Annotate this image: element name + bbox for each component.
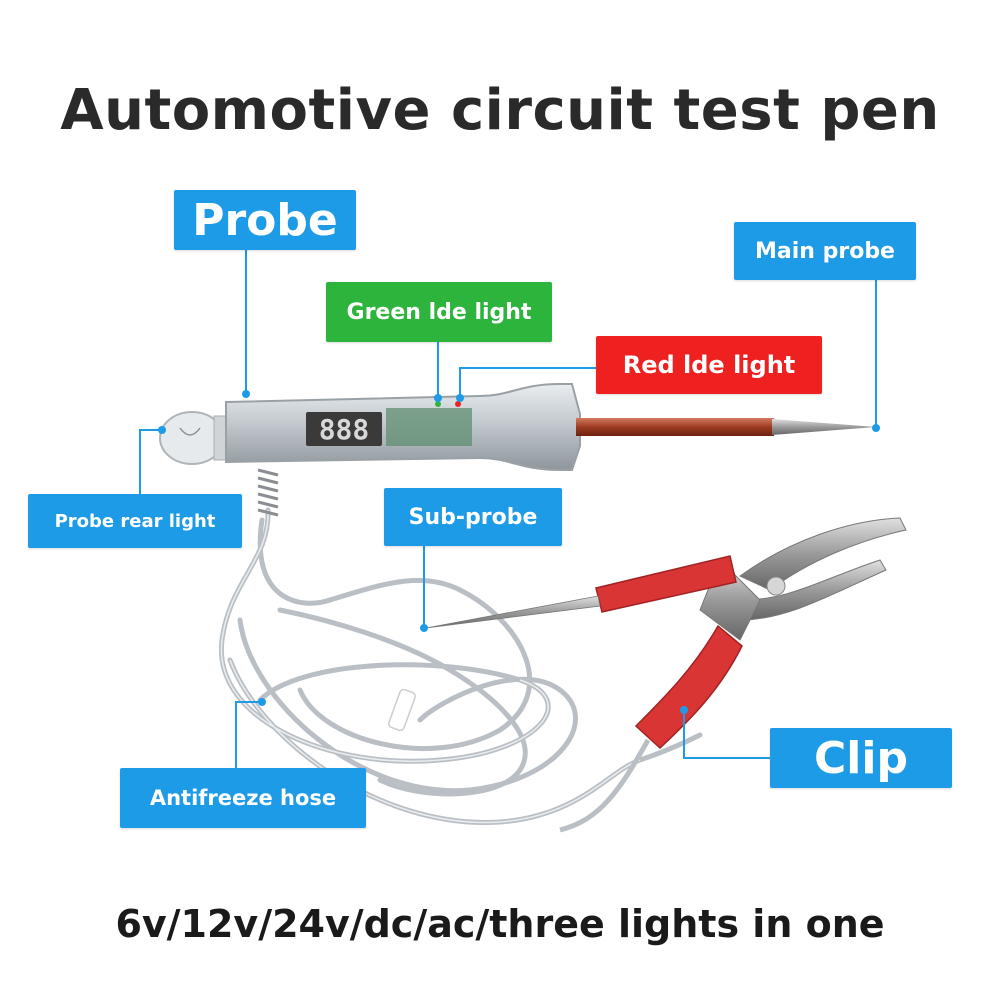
circuit-board (386, 408, 472, 446)
label-antifreeze-hose: Antifreeze hose (120, 768, 366, 828)
clip-lead (559, 738, 651, 833)
label-green-led-light: Green lde light (326, 282, 552, 342)
rear-bulb (159, 411, 233, 465)
label-red-led-light: Red lde light (596, 336, 822, 394)
leader-lines (139, 248, 877, 790)
label-probe-rear-light: Probe rear light (28, 494, 242, 548)
sub-probe-needle (425, 595, 601, 629)
strain-relief-spring (257, 468, 279, 517)
label-probe: Probe (174, 190, 356, 250)
footer-caption: 6v/12v/24v/dc/ac/three lights in one (115, 902, 885, 946)
label-main-probe: Main probe (734, 222, 916, 280)
leader-dots (158, 390, 880, 714)
label-sub-probe: Sub-probe (384, 488, 562, 546)
clip-sleeve (634, 624, 743, 750)
red-led (455, 401, 461, 407)
led-display-readout: 888 (319, 413, 370, 446)
led-display-panel (306, 412, 382, 446)
hose-tie (388, 688, 416, 732)
main-probe-rod (576, 418, 774, 436)
green-led (435, 401, 441, 407)
label-clip: Clip (770, 728, 952, 788)
main-probe-tip (772, 419, 876, 435)
hose-highlights (220, 509, 641, 824)
page-title: Automotive circuit test pen (60, 78, 940, 143)
